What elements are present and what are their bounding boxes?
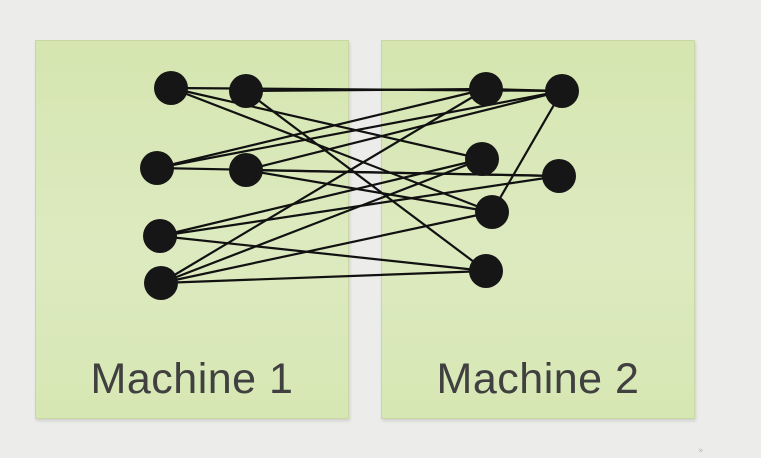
edge-a5-b3 (158, 157, 484, 238)
machine-1-label: Machine 1 (90, 355, 294, 403)
edge-a4-b4 (244, 168, 561, 178)
edge-b2-b5 (490, 89, 564, 214)
node-b1 (469, 72, 503, 106)
edge-a6-b5 (159, 210, 494, 285)
node-b2 (545, 74, 579, 108)
edge-a4-b2 (244, 89, 564, 172)
node-b6 (469, 254, 503, 288)
node-a6 (144, 266, 178, 300)
node-a5 (143, 219, 177, 253)
corner-mark: » (698, 446, 704, 456)
edge-a1-b5 (169, 86, 494, 214)
edge-a6-b1 (159, 87, 488, 285)
node-a4 (229, 153, 263, 187)
node-b4 (542, 159, 576, 193)
edge-a5-b6 (158, 234, 488, 273)
graph-edges (155, 86, 564, 285)
edge-a6-b3 (159, 157, 484, 285)
edge-a3-b2 (155, 89, 564, 170)
edge-a4-b5 (244, 168, 494, 214)
machine-2-panel: Machine 2 (381, 40, 695, 419)
edge-a6-b6 (159, 269, 488, 285)
edge-a2-b1 (244, 87, 488, 93)
node-a3 (140, 151, 174, 185)
edge-a3-b1 (155, 87, 488, 170)
edge-a1-b3 (169, 86, 484, 161)
node-a1 (154, 71, 188, 105)
machine-2-label: Machine 2 (436, 355, 640, 403)
node-b3 (465, 142, 499, 176)
graph-nodes (140, 71, 579, 300)
node-a2 (229, 74, 263, 108)
node-b5 (475, 195, 509, 229)
edge-a2-b6 (244, 89, 488, 273)
